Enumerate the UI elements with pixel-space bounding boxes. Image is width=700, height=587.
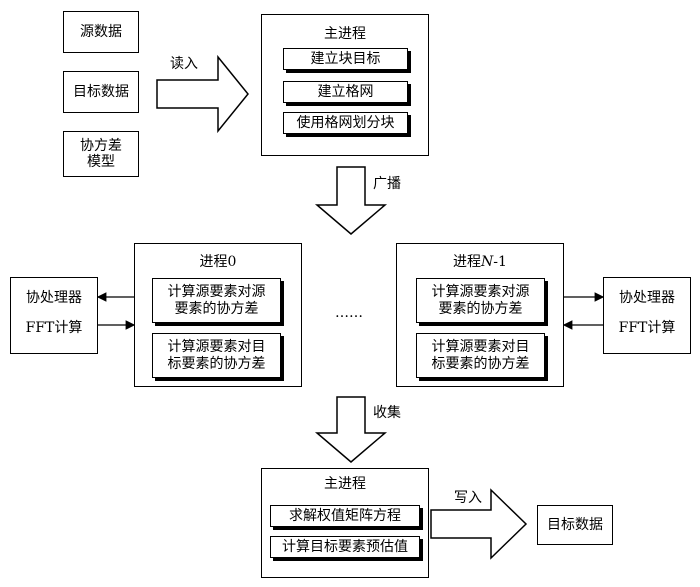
pn-step-source-target: 计算源要素对目 标要素的协方差 bbox=[416, 333, 545, 378]
coprocessor-left-line2: FFT计算 bbox=[25, 320, 83, 336]
coprocessor-left bbox=[10, 277, 98, 354]
step-build-grid: 建立格网 bbox=[283, 81, 408, 103]
p0-step-source-source: 计算源要素对源 要素的协方差 bbox=[152, 278, 281, 323]
coprocessor-left-line1: 协处理器 bbox=[26, 290, 82, 306]
coprocessor-right bbox=[603, 277, 691, 354]
step-solve-weight-matrix: 求解权值矩阵方程 bbox=[270, 505, 420, 527]
step-estimate-target-values: 计算目标要素预估值 bbox=[270, 536, 420, 558]
output-target-data-label: 目标数据 bbox=[547, 516, 603, 533]
process-n-1-title: 进程N-1 bbox=[453, 254, 507, 270]
covariance-model-label: 协方差 模型 bbox=[80, 138, 122, 170]
collect-arrow bbox=[314, 396, 388, 463]
broadcast-label: 广播 bbox=[373, 176, 401, 192]
source-data-box: 源数据 bbox=[63, 11, 139, 53]
target-data-label: 目标数据 bbox=[73, 83, 129, 100]
target-data-box: 目标数据 bbox=[63, 71, 139, 113]
covariance-model-box: 协方差 模型 bbox=[63, 131, 139, 177]
broadcast-arrow bbox=[314, 166, 388, 235]
ellipsis: …… bbox=[335, 305, 363, 321]
step-partition-by-grid: 使用格网划分块 bbox=[283, 112, 408, 134]
write-label: 写入 bbox=[454, 490, 482, 506]
process-0-title: 进程0 bbox=[199, 254, 237, 270]
write-arrow bbox=[430, 488, 528, 560]
p0-step-source-target: 计算源要素对目 标要素的协方差 bbox=[152, 333, 281, 378]
collect-label: 收集 bbox=[373, 405, 401, 421]
main-process-bottom-title: 主进程 bbox=[324, 476, 366, 492]
source-data-label: 源数据 bbox=[80, 23, 122, 40]
step-build-block-target: 建立块目标 bbox=[283, 48, 408, 70]
read-label: 读入 bbox=[170, 56, 198, 72]
read-arrow bbox=[156, 54, 249, 134]
coprocessor-right-line1: 协处理器 bbox=[619, 290, 675, 306]
main-process-top-title: 主进程 bbox=[324, 26, 366, 42]
output-target-data-box: 目标数据 bbox=[537, 505, 613, 545]
coprocessor-right-line2: FFT计算 bbox=[618, 320, 676, 336]
pn-step-source-source: 计算源要素对源 要素的协方差 bbox=[416, 278, 545, 323]
